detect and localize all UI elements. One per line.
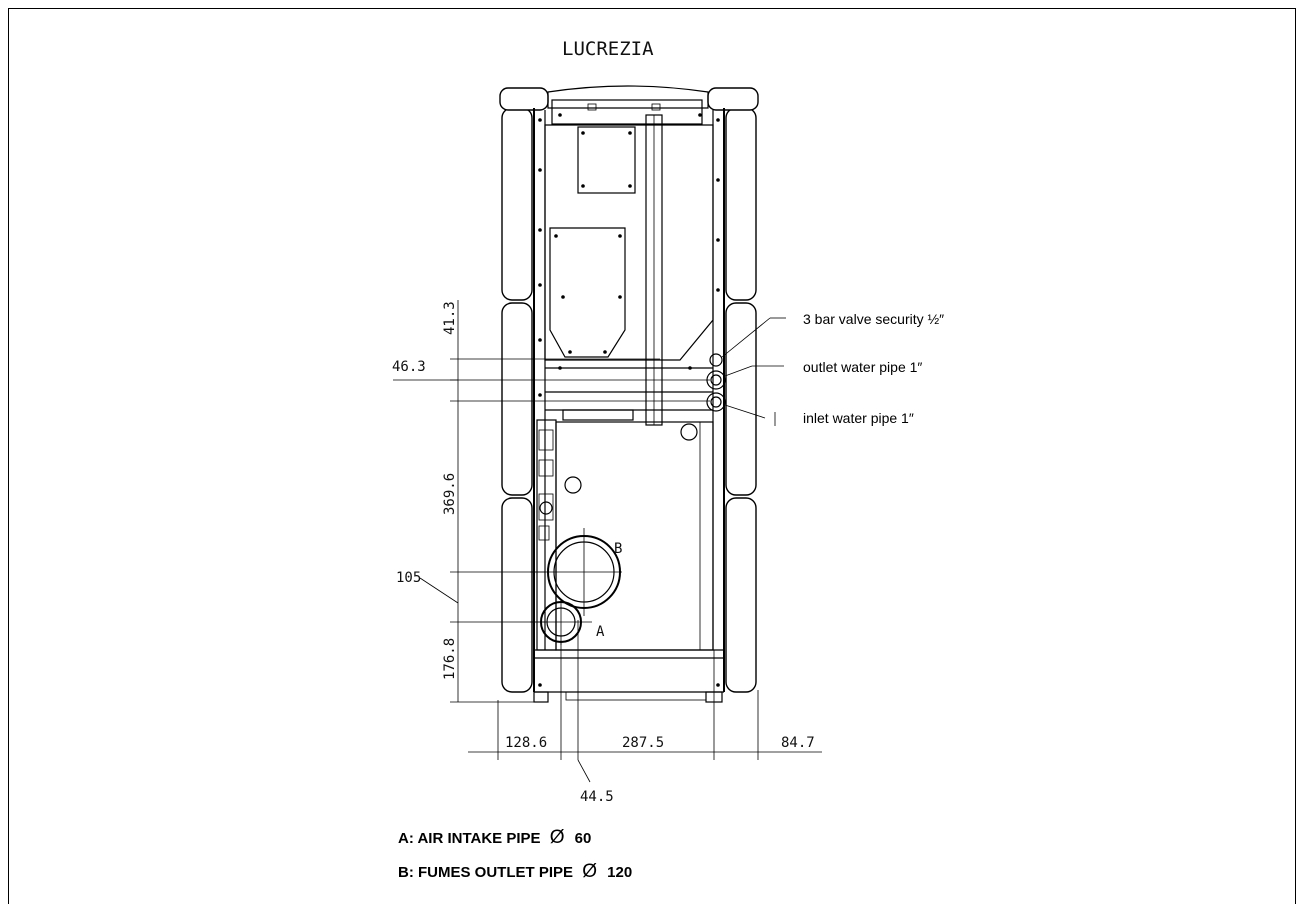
- pipe-a-label: A: [596, 624, 605, 640]
- drawing-frame: [8, 8, 1296, 904]
- drawing-title: LUCREZIA: [562, 38, 654, 60]
- lower-compartment: [536, 419, 714, 651]
- legend-b-text: B: FUMES OUTLET PIPE: [398, 864, 573, 881]
- legend: A: AIR INTAKE PIPE Ø 60 B: FUMES OUTLET …: [398, 827, 632, 882]
- dim-105: 105: [396, 570, 421, 586]
- svg-text:A: AIR INTAKE PIPE Ø: A: AIR INTAKE PIPE Ø 60: [398, 827, 591, 848]
- callout-inlet: inlet water pipe 1″: [803, 410, 914, 426]
- top-cover: [499, 85, 759, 125]
- dim-44-5: 44.5: [580, 789, 614, 805]
- cross-bands: [545, 367, 713, 421]
- pipe-b-fumes-outlet: [530, 528, 622, 616]
- legend-a-value: 60: [575, 830, 592, 847]
- dim-41-3: 41.3: [442, 301, 458, 335]
- dim-128-6: 128.6: [505, 735, 547, 751]
- pipe-b-label: B: [614, 541, 622, 557]
- upper-access-plate: [577, 126, 636, 194]
- legend-a-diameter: Ø: [550, 827, 565, 848]
- horizontal-dimension-lines: [468, 620, 822, 783]
- callout-outlet: outlet water pipe 1″: [803, 359, 922, 375]
- dim-369-6: 369.6: [442, 473, 458, 515]
- left-side-panels: [501, 107, 533, 693]
- callout-valve: 3 bar valve security ½″: [803, 311, 944, 327]
- dim-287-5: 287.5: [622, 735, 664, 751]
- svg-text:B: FUMES OUTLET PIPE Ø: B: FUMES OUTLET PIPE Ø 120: [398, 861, 632, 882]
- upper-back-panel: [544, 124, 714, 361]
- middle-access-plate: [549, 227, 626, 358]
- boiler-body: [533, 108, 725, 703]
- legend-b-diameter: Ø: [582, 861, 597, 882]
- water-connections: [706, 353, 726, 412]
- legend-b-value: 120: [607, 864, 632, 881]
- fastener-dots: [538, 113, 720, 687]
- callout-leaders: [721, 317, 786, 426]
- riser-pipe: [645, 114, 663, 426]
- dim-84-7: 84.7: [781, 735, 815, 751]
- vertical-dimension-lines: [393, 300, 710, 703]
- dim-176-8: 176.8: [442, 638, 458, 680]
- dim-46-3: 46.3: [392, 359, 426, 375]
- pipe-a-air-intake: [530, 600, 592, 645]
- legend-a-text: A: AIR INTAKE PIPE: [398, 830, 541, 847]
- right-side-panels: [725, 107, 757, 693]
